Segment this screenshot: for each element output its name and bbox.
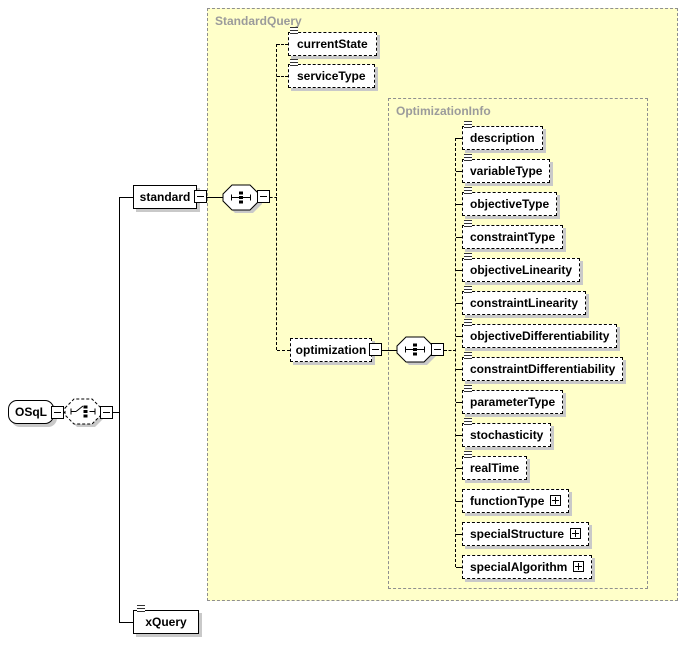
collapse-toggle[interactable] [51, 406, 64, 419]
element-node-constraintdifferentiability[interactable]: constraintDifferentiability [462, 352, 624, 381]
simple-type-icon [464, 319, 472, 327]
element-label: specialStructure [470, 527, 565, 541]
simple-type-icon [464, 121, 472, 129]
element-label: currentState [297, 37, 368, 51]
connector [206, 197, 223, 198]
element-node-variabletype[interactable]: variableType [462, 154, 551, 183]
element-label: stochasticity [470, 428, 544, 442]
sequence-compositor-icon[interactable] [222, 184, 263, 215]
element-node-objectivetype[interactable]: objectiveType [462, 187, 558, 216]
connector [277, 76, 288, 77]
connector [277, 350, 290, 351]
connector [456, 534, 462, 535]
element-label: specialAlgorithm [470, 560, 568, 574]
element-label: objectiveDifferentiability [470, 329, 610, 343]
element-label: constraintType [470, 230, 556, 244]
element-node-stochasticity[interactable]: stochasticity [462, 418, 552, 447]
connector [456, 369, 462, 370]
connector [456, 468, 462, 469]
element-label: objectiveLinearity [470, 263, 573, 277]
collapse-toggle[interactable] [369, 343, 382, 356]
simple-type-icon [464, 220, 472, 228]
connector [456, 237, 462, 238]
expand-icon[interactable] [570, 528, 582, 539]
element-node-specialstructure[interactable]: specialStructure [462, 522, 590, 546]
connector [120, 197, 133, 198]
sequence-compositor-icon[interactable] [396, 336, 437, 367]
collapse-toggle[interactable] [257, 190, 270, 203]
simple-type-icon [290, 27, 298, 35]
simple-type-icon [464, 451, 472, 459]
element-label: objectiveType [470, 197, 550, 211]
connector [444, 350, 456, 351]
element-node-servicetype[interactable]: serviceType [288, 59, 375, 88]
simple-type-icon [464, 352, 472, 360]
connector [276, 44, 277, 350]
connector [120, 622, 133, 623]
region-label: OptimizationInfo [396, 104, 491, 118]
expand-icon[interactable] [573, 561, 585, 572]
element-node-constraintlinearity[interactable]: constraintLinearity [462, 286, 587, 315]
element-node-xquery[interactable]: xQuery [133, 605, 199, 634]
connector [456, 171, 462, 172]
connector [112, 412, 120, 413]
simple-type-icon [464, 385, 472, 393]
element-node-standard[interactable]: standard [133, 185, 197, 209]
element-label: constraintDifferentiability [470, 362, 616, 376]
element-label: constraintLinearity [470, 296, 579, 310]
connector [456, 303, 462, 304]
element-label: standard [139, 190, 191, 204]
element-node-parametertype[interactable]: parameterType [462, 385, 564, 414]
element-node-realtime[interactable]: realTime [462, 451, 528, 480]
element-node-specialalgorithm[interactable]: specialAlgorithm [462, 555, 593, 579]
collapse-toggle[interactable] [100, 406, 113, 419]
connector [119, 197, 120, 623]
simple-type-icon [464, 187, 472, 195]
element-node-functiontype[interactable]: functionType [462, 489, 570, 513]
simple-type-icon [464, 418, 472, 426]
element-node-constrainttype[interactable]: constraintType [462, 220, 564, 249]
element-label: functionType [470, 494, 545, 508]
element-node-description[interactable]: description [462, 121, 543, 150]
element-node-optimization[interactable]: optimization [290, 338, 372, 362]
expand-icon[interactable] [550, 495, 562, 506]
region-label: StandardQuery [215, 14, 302, 28]
simple-type-icon [464, 154, 472, 162]
connector [456, 204, 462, 205]
connector [382, 350, 397, 351]
simple-type-icon [137, 605, 145, 613]
choice-compositor-icon[interactable] [64, 398, 105, 429]
connector [456, 270, 462, 271]
connector [456, 138, 462, 139]
connector [455, 138, 456, 567]
simple-type-icon [290, 59, 298, 67]
simple-type-icon [464, 286, 472, 294]
element-node-objectivedifferentiability[interactable]: objectiveDifferentiability [462, 319, 618, 348]
connector [270, 197, 277, 198]
collapse-toggle[interactable] [194, 190, 207, 203]
connector [456, 336, 462, 337]
element-label: optimization [295, 343, 367, 357]
collapse-toggle[interactable] [431, 343, 444, 356]
connector [456, 501, 462, 502]
element-label: serviceType [297, 69, 366, 83]
element-label: description [470, 131, 535, 145]
element-node-currentstate[interactable]: currentState [288, 27, 377, 56]
connector [456, 567, 462, 568]
simple-type-icon [464, 253, 472, 261]
element-label: OSqL [15, 405, 47, 419]
connector [277, 44, 288, 45]
connector [456, 402, 462, 403]
element-node-objectivelinearity[interactable]: objectiveLinearity [462, 253, 581, 282]
element-label: variableType [470, 164, 543, 178]
element-label: realTime [470, 461, 520, 475]
element-label: parameterType [470, 395, 556, 409]
element-label: xQuery [145, 615, 187, 629]
element-node-osql[interactable]: OSqL [8, 400, 54, 424]
connector [456, 435, 462, 436]
